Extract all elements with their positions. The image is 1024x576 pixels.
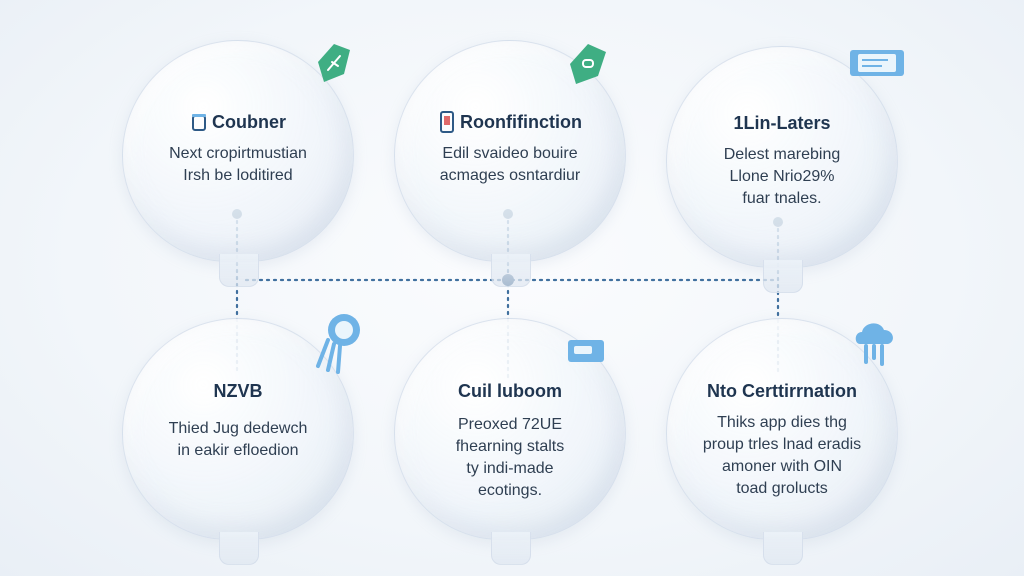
node-body-bottom-center: Preoxed 72UE fhearning stalts ty indi-ma… — [455, 416, 565, 499]
node-body-bottom-right: Thiks app dies thg proup trles lnad erad… — [702, 414, 862, 497]
node-body-top-right: Delest marebing Llone Nrio29% fuar tnale… — [723, 146, 841, 207]
node-title-top-left: Coubner — [123, 111, 353, 133]
blue-ticket-icon — [850, 50, 904, 76]
node-bubble-top-left: Coubner Next cropirtmustian Irsh be lodi… — [122, 40, 354, 287]
bucket-icon — [192, 114, 206, 131]
green-link-flag-icon — [570, 44, 606, 84]
phone-icon — [440, 111, 455, 133]
node-title-top-right: 1Lin-Laters — [733, 113, 831, 133]
node-body-top-left: Next cropirtmustian Irsh be loditired — [169, 145, 307, 184]
green-leaf-flag-icon — [318, 44, 350, 82]
node-title-bottom-right: Nto Certtirrnation — [707, 381, 857, 401]
node-title-top-center: Roonfifinction — [395, 111, 625, 133]
node-bubble-bottom-right: Nto Certtirrnation Thiks app dies thg pr… — [666, 318, 898, 565]
node-title-bottom-center: Cuil luboom — [458, 381, 562, 401]
node-bubble-bottom-left: NZVB Thied Jug dedewch in eakir efloedio… — [122, 318, 354, 565]
node-body-bottom-left: Thied Jug dedewch in eakir efloedion — [168, 420, 308, 459]
node-body-top-center: Edil svaideo bouire acmages osntardiur — [439, 145, 581, 184]
blue-card-icon — [568, 340, 604, 362]
blue-cloud-icon — [855, 323, 893, 366]
node-bubble-top-right: 1Lin-Laters Delest marebing Llone Nrio29… — [666, 46, 898, 293]
node-title-bottom-left: NZVB — [213, 381, 263, 401]
blue-tag-icon — [316, 314, 360, 374]
